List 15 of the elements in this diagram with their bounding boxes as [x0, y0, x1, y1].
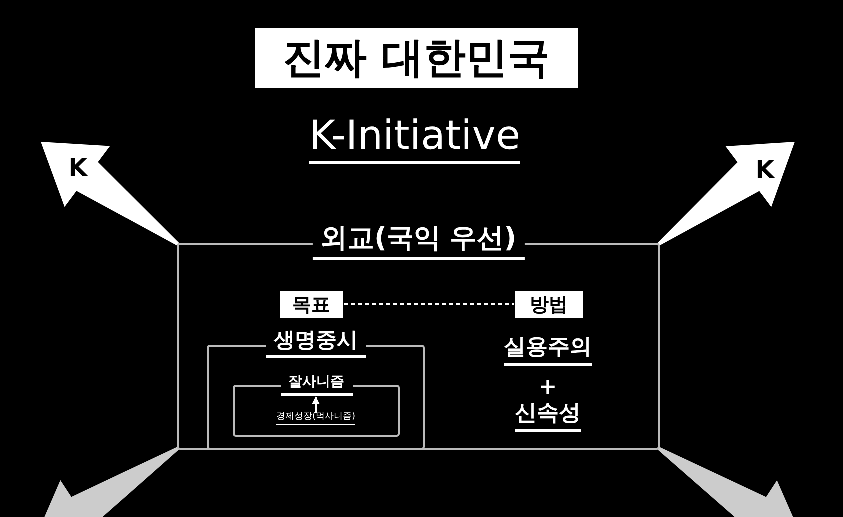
underlined-text: 경제성장(먹사니즘) — [276, 413, 356, 425]
underlined-text: 실용주의 — [504, 336, 592, 366]
arrow — [657, 142, 795, 246]
subtitle: K-Initiative — [309, 114, 521, 164]
box-heading: 생명중시 — [266, 329, 366, 358]
title-banner: 진짜 대한민국 — [255, 28, 578, 88]
tag-label: 방법 — [515, 291, 583, 318]
box-heading: 외교(국익 우선) — [312, 224, 525, 260]
box-heading: 잘사니즘 — [280, 375, 352, 396]
plus-sign: + — [538, 376, 558, 400]
arrow — [41, 142, 180, 246]
dashed-connector — [344, 304, 514, 306]
arrow — [312, 396, 320, 413]
tag-label: 목표 — [280, 291, 343, 318]
underlined-text: 신속성 — [515, 402, 581, 432]
